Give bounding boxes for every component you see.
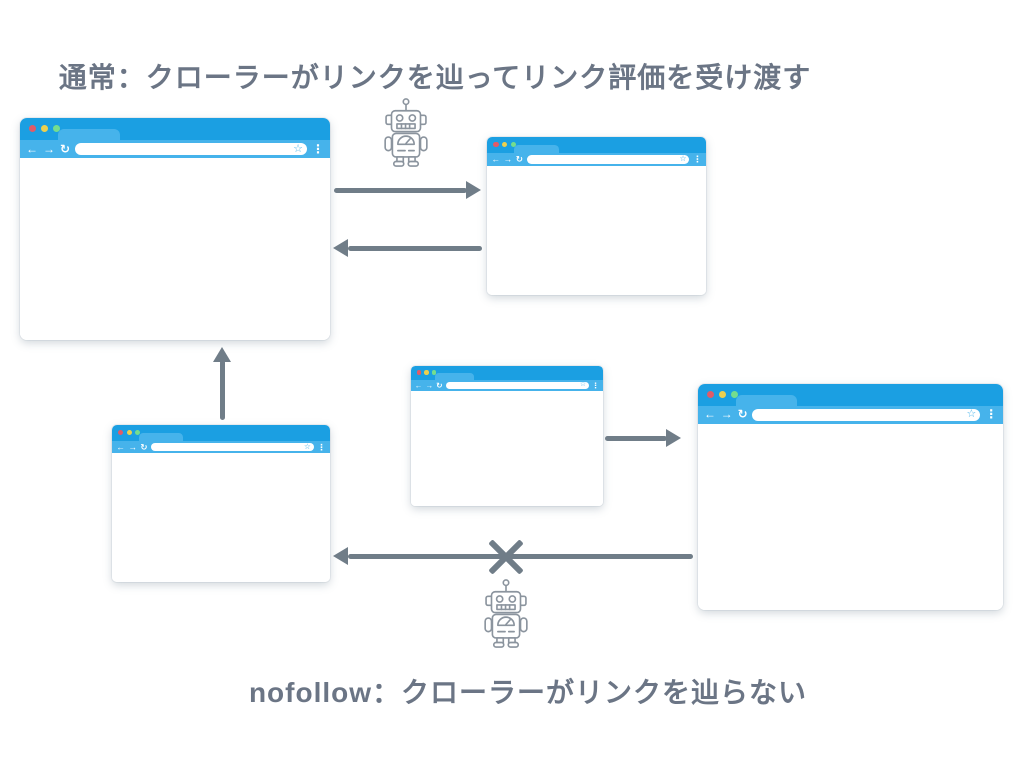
caption-nofollow: nofollow：クローラーがリンクを辿らない <box>248 677 808 708</box>
link-arrow-up <box>220 360 225 420</box>
window-control-dots <box>29 125 60 132</box>
menu-dots-icon: ⋮ <box>591 380 600 390</box>
window-control-dots <box>706 390 738 398</box>
menu-dots-icon: ⋮ <box>312 142 324 156</box>
arrowhead-left-icon <box>333 239 348 257</box>
refresh-icon: ↻ <box>737 406 748 421</box>
link-arrow-right-small <box>605 436 667 441</box>
url-bar: ☆ <box>752 408 981 421</box>
bookmark-star-icon: ☆ <box>293 142 303 155</box>
forward-icon: → <box>425 380 433 390</box>
url-bar: ☆ <box>526 154 690 164</box>
browser-window-top-right: ← → ↻ ☆ ⋮ <box>487 137 706 295</box>
browser-titlebar <box>20 118 330 140</box>
browser-navbar: ← → ↻ ☆ ⋮ <box>112 440 330 454</box>
browser-navbar: ← → ↻ ☆ ⋮ <box>698 405 1003 424</box>
browser-titlebar <box>698 384 1003 406</box>
window-control-dots <box>416 370 437 375</box>
browser-titlebar <box>112 425 330 441</box>
arrowhead-up-icon <box>213 347 231 362</box>
browser-navbar: ← → ↻ ☆ ⋮ <box>411 379 603 392</box>
nofollow-cross-icon <box>486 537 526 577</box>
browser-viewport <box>487 165 706 295</box>
bookmark-star-icon: ☆ <box>679 154 687 164</box>
bookmark-star-icon: ☆ <box>303 442 311 452</box>
arrowhead-left-icon <box>333 547 348 565</box>
maximize-dot-icon <box>135 429 141 435</box>
browser-tab <box>138 432 183 441</box>
browser-viewport <box>411 391 603 506</box>
link-arrow-left <box>348 246 482 251</box>
browser-navbar: ← → ↻ ☆ ⋮ <box>487 152 706 166</box>
maximize-dot-icon <box>53 125 60 132</box>
back-icon: ← <box>491 153 500 164</box>
forward-icon: → <box>43 142 55 156</box>
crawler-robot-icon <box>377 97 435 168</box>
maximize-dot-icon <box>431 370 437 375</box>
bookmark-star-icon: ☆ <box>966 408 977 421</box>
browser-viewport <box>112 453 330 582</box>
back-icon: ← <box>116 441 125 452</box>
refresh-icon: ↻ <box>60 142 71 156</box>
close-dot-icon <box>416 370 422 375</box>
close-dot-icon <box>29 125 36 132</box>
minimize-dot-icon <box>126 429 132 435</box>
link-arrow-right <box>334 188 467 193</box>
close-dot-icon <box>493 142 499 148</box>
caption-normal-crawl: 通常：クローラーがリンクを辿ってリンク評価を受け渡す <box>58 62 812 93</box>
maximize-dot-icon <box>730 390 738 398</box>
browser-tab <box>735 394 797 406</box>
nofollow-arrow-left <box>348 554 693 559</box>
menu-dots-icon: ⋮ <box>985 406 998 421</box>
minimize-dot-icon <box>424 370 429 375</box>
bookmark-star-icon: ☆ <box>579 381 587 389</box>
minimize-dot-icon <box>718 390 726 398</box>
back-icon: ← <box>703 406 716 421</box>
browser-window-bottom-left: ← → ↻ ☆ ⋮ <box>112 425 330 582</box>
forward-icon: → <box>503 153 513 164</box>
window-control-dots <box>493 142 516 148</box>
arrowhead-right-icon <box>466 181 481 199</box>
close-dot-icon <box>706 390 714 398</box>
back-icon: ← <box>414 380 423 390</box>
arrowhead-right-icon <box>666 429 681 447</box>
refresh-icon: ↻ <box>515 153 523 164</box>
browser-window-bottom-right: ← → ↻ ☆ ⋮ <box>698 384 1003 610</box>
browser-window-middle: ← → ↻ ☆ ⋮ <box>411 366 603 506</box>
refresh-icon: ↻ <box>140 441 148 452</box>
maximize-dot-icon <box>510 142 516 148</box>
minimize-dot-icon <box>41 125 48 132</box>
browser-tab <box>434 372 474 380</box>
close-dot-icon <box>118 429 124 435</box>
forward-icon: → <box>128 441 137 452</box>
menu-dots-icon: ⋮ <box>317 441 326 452</box>
url-bar: ☆ <box>75 143 307 155</box>
browser-navbar: ← → ↻ ☆ ⋮ <box>20 140 330 158</box>
browser-titlebar <box>487 137 706 153</box>
minimize-dot-icon <box>502 142 508 148</box>
browser-titlebar <box>411 366 603 380</box>
browser-tab <box>514 144 559 153</box>
refresh-icon: ↻ <box>436 380 443 390</box>
browser-viewport <box>20 158 330 340</box>
url-bar: ☆ <box>445 381 589 390</box>
back-icon: ← <box>26 142 38 156</box>
menu-dots-icon: ⋮ <box>693 153 702 164</box>
browser-tab <box>58 129 120 140</box>
url-bar: ☆ <box>151 442 314 452</box>
forward-icon: → <box>720 406 733 421</box>
crawler-robot-icon <box>477 578 535 649</box>
browser-viewport <box>698 423 1003 610</box>
window-control-dots <box>118 429 141 435</box>
browser-window-top-left: ← → ↻ ☆ ⋮ <box>20 118 330 340</box>
